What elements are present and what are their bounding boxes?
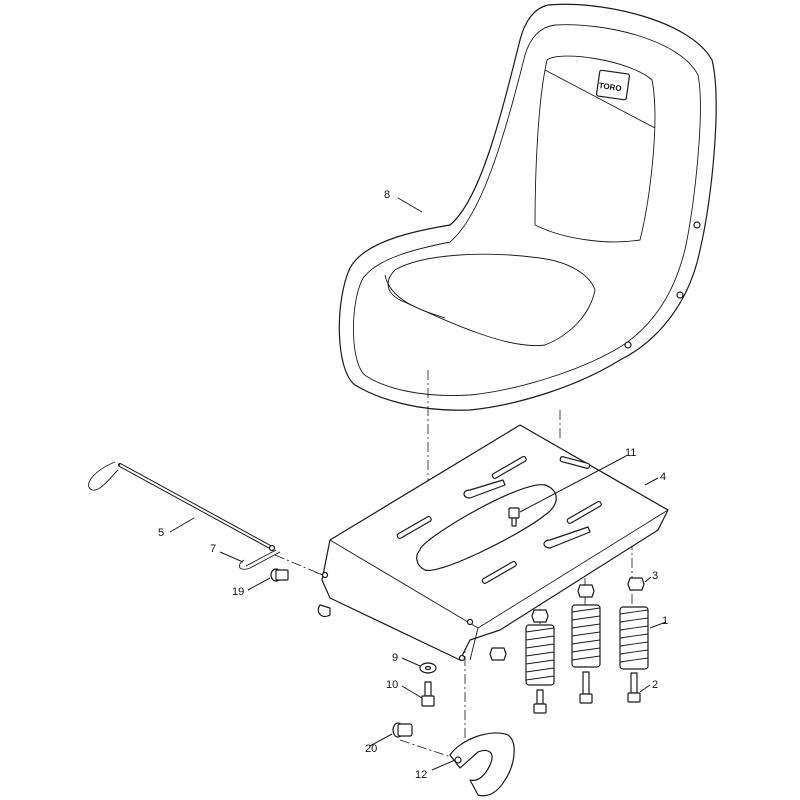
callout-20: 20 (365, 743, 377, 755)
springs (525, 604, 649, 686)
latch-lever (449, 732, 515, 797)
spring-left (525, 624, 555, 686)
bolt-10 (421, 681, 435, 707)
callout-3: 3 (652, 570, 658, 582)
bolt-11 (508, 507, 520, 527)
seat: TORO (338, 3, 717, 411)
bolts (533, 671, 641, 714)
callout-1: 1 (662, 615, 668, 627)
callout-2: 2 (652, 679, 658, 691)
seat-plate (317, 424, 669, 662)
callouts: 8 11 4 5 7 19 3 1 2 9 10 20 12 (158, 189, 668, 781)
logo-badge (595, 69, 631, 101)
spring-middle (571, 604, 601, 668)
callout-11: 11 (625, 447, 636, 459)
hairpin-clip (238, 549, 281, 570)
shoulder-bolt (392, 722, 413, 738)
clevis-pin (270, 568, 289, 582)
nuts (489, 577, 645, 661)
callout-7: 7 (210, 543, 216, 555)
callout-4: 4 (660, 471, 666, 483)
callout-5: 5 (158, 527, 164, 539)
logo-text: TORO (598, 81, 622, 93)
pivot-rod (88, 461, 276, 552)
leader-lines (169, 197, 667, 771)
callout-10: 10 (386, 679, 398, 691)
spring-right (619, 606, 649, 670)
callout-19: 19 (232, 586, 244, 598)
callout-8: 8 (384, 189, 390, 201)
callout-9: 9 (392, 652, 398, 664)
callout-12: 12 (415, 769, 427, 781)
washer (419, 662, 437, 674)
